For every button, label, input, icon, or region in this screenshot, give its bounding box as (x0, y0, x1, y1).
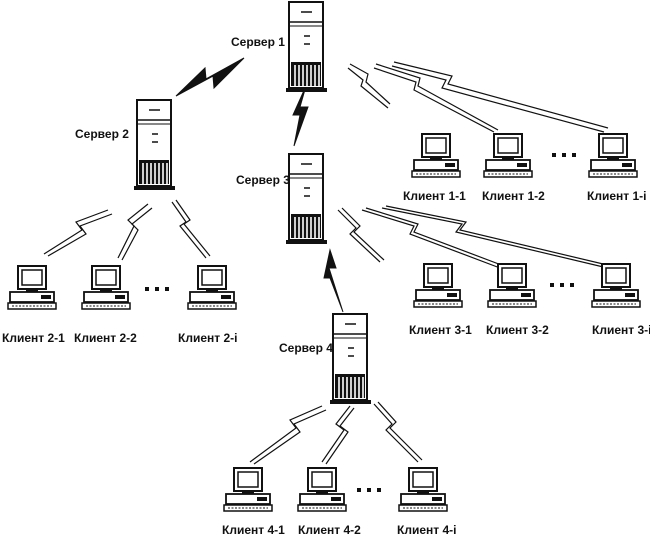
link-s4-c4-i (373, 403, 419, 463)
server-2-icon (133, 99, 176, 191)
client-group-1: Клиент 1-1 Клиент 1-2 Клиент 1-i (403, 133, 646, 203)
link-s2-c2-1 (43, 209, 109, 255)
link-s2-c2-ib (175, 199, 211, 257)
link-s1-c1-2b (373, 67, 495, 133)
link-s3-c3-1b (341, 207, 385, 261)
client-4-2-icon (297, 467, 347, 512)
link-s2-c2-i (171, 201, 207, 259)
client-group-3: Клиент 3-1 Клиент 3-2 Клиент 3-i (409, 263, 650, 337)
client-3-i-icon (591, 263, 641, 308)
link-s4-c4-2b (325, 407, 355, 465)
link-s3-s4 (323, 248, 344, 313)
client-4-1-label: Клиент 4-1 (222, 523, 285, 537)
client-group-4: Клиент 4-1 Клиент 4-2 Клиент 4-i (222, 467, 456, 537)
client-1-2-label: Клиент 1-2 (482, 189, 545, 203)
server-1: Сервер 1 (231, 1, 328, 93)
server-3-label: Сервер 3 (236, 173, 290, 187)
client-4-2-label: Клиент 4-2 (298, 523, 361, 537)
link-s2-c2-2 (117, 203, 149, 259)
link-s1-c1-1b (347, 67, 389, 109)
client-2-2-icon (81, 265, 131, 310)
client-1-i-label: Клиент 1-i (587, 189, 646, 203)
link-s4-c4-ib (377, 401, 423, 461)
client-4-i-label: Клиент 4-i (397, 523, 456, 537)
server-4: Сервер 4 (279, 313, 372, 405)
link-s4-c4-2 (321, 405, 351, 463)
link-s3-c3-i (381, 207, 617, 271)
client-group-2-ellipsis (145, 287, 169, 291)
client-3-1-label: Клиент 3-1 (409, 323, 472, 337)
server-4-label: Сервер 4 (279, 341, 333, 355)
client-1-i-icon (588, 133, 638, 178)
client-4-i-icon (398, 467, 448, 512)
client-1-2-icon (483, 133, 533, 178)
server-3-icon (285, 153, 328, 245)
client-2-1-icon (7, 265, 57, 310)
client-3-i-label: Клиент 3-i (592, 323, 650, 337)
client-2-i-label: Клиент 2-i (178, 331, 237, 345)
link-s4-c4-1b (253, 409, 327, 465)
client-group-1-ellipsis (552, 153, 576, 157)
link-s2-c2-2b (121, 207, 153, 261)
client-1-1-label: Клиент 1-1 (403, 189, 466, 203)
link-s1-c1-ib (391, 65, 605, 133)
link-s1-c1-2 (375, 63, 499, 131)
client-2-1-label: Клиент 2-1 (2, 331, 65, 345)
client-2-i-icon (187, 265, 237, 310)
link-s1-s3 (292, 85, 309, 147)
link-s3-c3-1 (337, 209, 381, 263)
client-group-3-ellipsis (550, 283, 574, 287)
link-s4-c4-1 (249, 405, 323, 463)
client-group-4-ellipsis (357, 488, 381, 492)
client-3-1-icon (413, 263, 463, 308)
link-s2-c2-1b (47, 213, 113, 257)
link-s3-c3-ib (385, 205, 621, 269)
client-2-2-label: Клиент 2-2 (74, 331, 137, 345)
server-2: Сервер 2 (75, 99, 176, 191)
client-1-1-icon (411, 133, 461, 178)
server-1-icon (285, 1, 328, 93)
client-3-2-icon (487, 263, 537, 308)
server-3: Сервер 3 (236, 153, 328, 245)
server-4-icon (329, 313, 372, 405)
link-s3-c3-2b (365, 207, 505, 267)
server-2-label: Сервер 2 (75, 127, 129, 141)
server-1-label: Сервер 1 (231, 35, 285, 49)
link-s3-c3-2 (361, 209, 501, 269)
link-s1-s2 (175, 57, 245, 97)
link-s1-c1-1 (349, 63, 391, 105)
link-s1-c1-i (393, 61, 609, 129)
client-group-2: Клиент 2-1 Клиент 2-2 Клиент 2-i (2, 265, 237, 345)
client-4-1-icon (223, 467, 273, 512)
client-3-2-label: Клиент 3-2 (486, 323, 549, 337)
